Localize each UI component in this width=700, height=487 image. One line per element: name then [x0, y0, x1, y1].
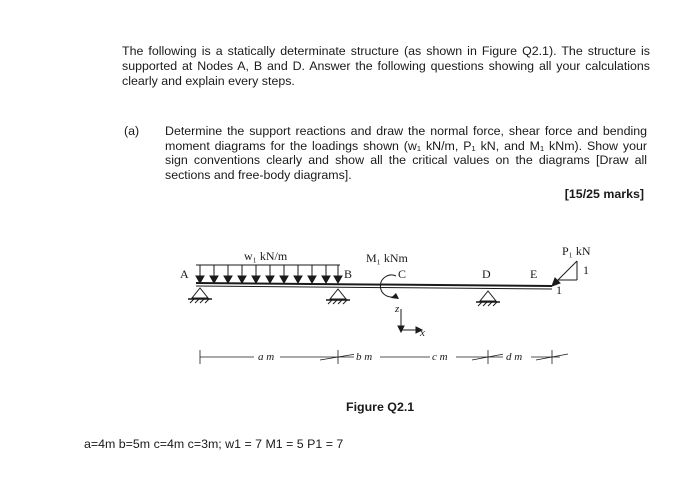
udl-arrow-11 — [333, 265, 343, 285]
udl-arrow-1 — [195, 265, 205, 285]
support-b — [326, 288, 350, 305]
slope-run-label: 1 — [556, 283, 562, 297]
node-a-label: A — [180, 267, 189, 281]
udl-arrow-10 — [321, 265, 331, 285]
point-load-arrow-icon — [551, 260, 578, 287]
dim-d-label: d m — [506, 351, 522, 363]
udl-arrow-3 — [223, 265, 233, 285]
support-d — [476, 290, 500, 307]
axis-x-label: x — [419, 327, 425, 339]
part-a-text: Determine the support reactions and draw… — [165, 124, 647, 182]
beam — [195, 282, 553, 290]
marks-label: [15/25 marks] — [564, 187, 644, 201]
slope-rise-label: 1 — [583, 263, 589, 277]
support-a — [188, 287, 212, 304]
udl-arrow-6 — [265, 265, 275, 285]
axis-z-label: z — [394, 303, 400, 315]
moment-label: M₁ kNm — [366, 251, 409, 265]
udl-label: w₁ kN/m — [244, 249, 288, 263]
figure-caption: Figure Q2.1 — [346, 400, 415, 414]
node-c-label: C — [398, 267, 406, 281]
axes-icon — [397, 309, 424, 334]
udl-arrow-8 — [293, 265, 303, 285]
udl-arrow-7 — [279, 265, 289, 285]
udl-arrow-9 — [307, 265, 317, 285]
given-values: a=4m b=5m c=4m c=3m; w1 = 7 M1 = 5 P1 = … — [84, 437, 344, 451]
intro-paragraph: The following is a statically determinat… — [122, 44, 650, 88]
point-load-label: P₁ kN — [562, 244, 591, 258]
udl-arrow-2 — [209, 265, 219, 285]
dim-b-label: b m — [356, 351, 372, 363]
node-d-label: D — [482, 267, 491, 281]
node-e-label: E — [530, 267, 537, 281]
moment-arrow-icon — [379, 274, 399, 299]
dim-a-label: a m — [258, 351, 274, 363]
node-b-label: B — [344, 267, 352, 281]
dim-c-label: c m — [432, 351, 448, 363]
udl-arrow-4 — [237, 265, 247, 285]
udl-arrow-5 — [251, 265, 261, 285]
distributed-load — [195, 264, 343, 285]
part-a-label: (a) — [124, 124, 140, 138]
